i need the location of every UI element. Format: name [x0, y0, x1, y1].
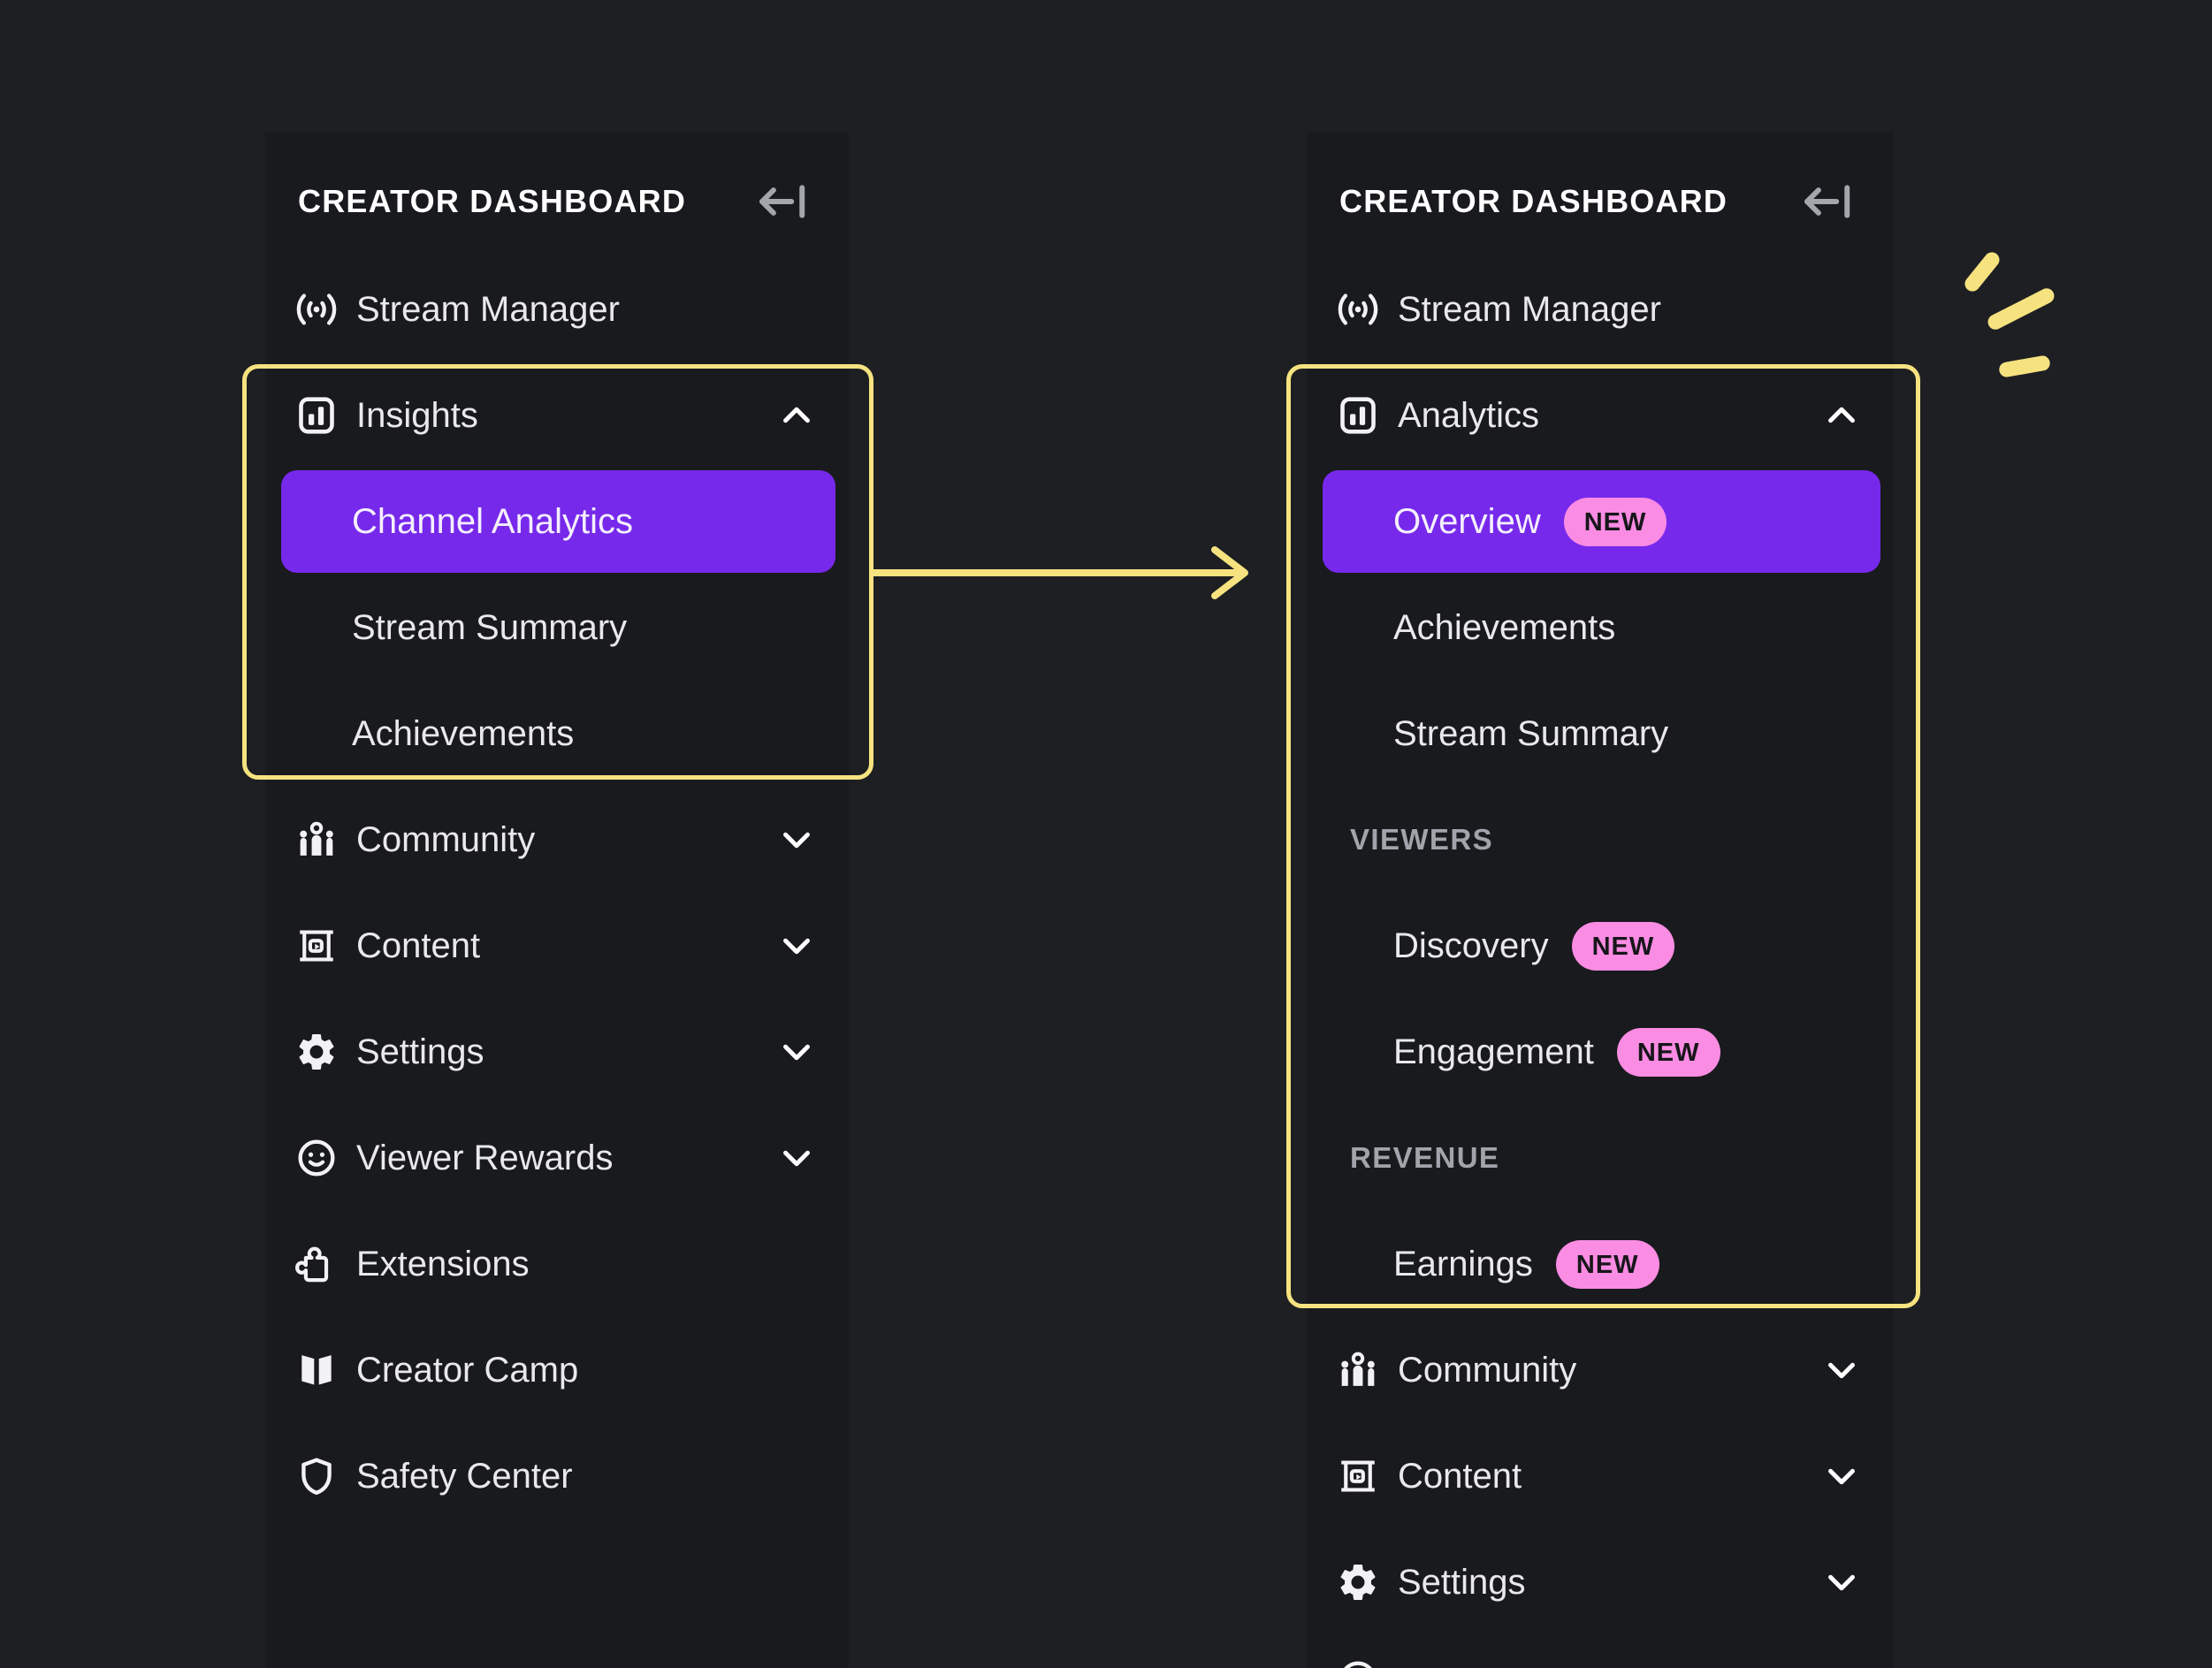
item-label: Overview — [1393, 501, 1541, 541]
item-label: Content — [356, 925, 481, 965]
chevron-down-icon — [776, 1032, 817, 1072]
video-icon — [294, 924, 339, 968]
section-header-viewers: VIEWERS — [1307, 787, 1894, 893]
sidebar-item-discovery[interactable]: Discovery NEW — [1307, 893, 1894, 999]
chevron-down-icon — [776, 819, 817, 860]
item-label: Safety Center — [356, 1456, 573, 1496]
sidebar-item-channel-analytics: Channel Analytics — [265, 468, 849, 575]
sidebar-header: CREATOR DASHBOARD — [265, 133, 849, 256]
collapse-sidebar-icon — [1800, 180, 1857, 223]
puzzle-icon — [294, 1242, 339, 1286]
book-icon — [294, 1348, 339, 1392]
item-label: Achievements — [1393, 607, 1616, 647]
item-label: Discovery — [1393, 925, 1549, 965]
sidebar-item-stream-manager[interactable]: Stream Manager — [265, 256, 849, 362]
section-header-revenue: REVENUE — [1307, 1105, 1894, 1211]
chevron-down-icon — [776, 1138, 817, 1178]
gear-icon — [1336, 1560, 1380, 1604]
sidebar-item-achievements[interactable]: Achievements — [1307, 575, 1894, 681]
panel-title: CREATOR DASHBOARD — [298, 183, 687, 219]
sidebar-item-creator-camp[interactable]: Creator Camp — [265, 1317, 849, 1423]
sidebar-item-insights[interactable]: Insights — [265, 362, 849, 468]
item-label: Stream Manager — [356, 289, 620, 329]
item-label: Community — [1398, 1350, 1577, 1390]
sidebar-item-engagement[interactable]: Engagement NEW — [1307, 999, 1894, 1105]
new-badge: NEW — [1616, 1027, 1720, 1077]
chevron-up-icon — [1821, 395, 1862, 436]
emphasis-mark-icon — [1997, 354, 2052, 378]
broadcast-icon — [294, 287, 339, 331]
chevron-up-icon — [776, 395, 817, 436]
item-label: Community — [356, 819, 536, 859]
video-icon — [1336, 1454, 1380, 1498]
sidebar-item-community[interactable]: Community — [1307, 1317, 1894, 1423]
item-label: Extensions — [356, 1244, 530, 1283]
sidebar-item-settings[interactable]: Settings — [1307, 1529, 1894, 1635]
smiley-icon — [1336, 1657, 1380, 1668]
item-label: Settings — [1398, 1562, 1526, 1602]
item-label: Insights — [356, 395, 478, 435]
active-item-button[interactable]: Overview NEW — [1323, 470, 1880, 573]
collapse-sidebar-button[interactable] — [1800, 180, 1857, 223]
item-label: Channel Analytics — [352, 501, 633, 541]
sidebar-item-safety-center[interactable]: Safety Center — [265, 1423, 849, 1529]
sidebar-item-stream-manager[interactable]: Stream Manager — [1307, 256, 1894, 362]
chevron-down-icon — [1821, 1456, 1862, 1497]
smiley-icon — [294, 1136, 339, 1180]
sidebar-item-content[interactable]: Content — [265, 893, 849, 999]
sidebar-item-stream-summary[interactable]: Stream Summary — [1307, 681, 1894, 787]
emphasis-mark-icon — [1985, 286, 2057, 332]
sidebar-item-earnings[interactable]: Earnings NEW — [1307, 1211, 1894, 1317]
people-icon — [294, 818, 339, 862]
collapse-sidebar-button[interactable] — [755, 180, 812, 223]
section-label: REVENUE — [1350, 1141, 1500, 1174]
new-badge: NEW — [1563, 497, 1667, 546]
item-label: Achievements — [352, 713, 575, 753]
active-item-button[interactable]: Channel Analytics — [281, 470, 835, 573]
sidebar-item-overview: Overview NEW — [1307, 468, 1894, 575]
collapse-sidebar-icon — [755, 180, 812, 223]
sidebar-item-extensions[interactable]: Extensions — [265, 1211, 849, 1317]
new-badge: NEW — [1571, 921, 1675, 971]
sidebar-item-content[interactable]: Content — [1307, 1423, 1894, 1529]
item-label: Stream Manager — [1398, 289, 1661, 329]
item-label: Creator Camp — [356, 1350, 579, 1390]
chevron-down-icon — [1821, 1562, 1862, 1603]
item-label: Analytics — [1398, 395, 1540, 435]
item-label: Content — [1398, 1456, 1522, 1496]
sidebar-header: CREATOR DASHBOARD — [1307, 133, 1894, 256]
bar-chart-icon — [294, 393, 339, 438]
broadcast-icon — [1336, 287, 1380, 331]
new-badge: NEW — [1555, 1239, 1659, 1289]
arrow-right-icon — [870, 546, 1248, 599]
item-label: Viewer Rewards — [356, 1138, 614, 1177]
sidebar-item-community[interactable]: Community — [265, 787, 849, 893]
gear-icon — [294, 1030, 339, 1074]
sidebar-item-partial — [1307, 1635, 1894, 1668]
panel-title: CREATOR DASHBOARD — [1339, 183, 1728, 219]
sidebar-item-settings[interactable]: Settings — [265, 999, 849, 1105]
item-label: Earnings — [1393, 1244, 1533, 1283]
sidebar-item-stream-summary[interactable]: Stream Summary — [265, 575, 849, 681]
item-label: Engagement — [1393, 1032, 1594, 1071]
item-label: Stream Summary — [352, 607, 628, 647]
people-icon — [1336, 1348, 1380, 1392]
chevron-down-icon — [776, 925, 817, 966]
sidebar-item-viewer-rewards[interactable]: Viewer Rewards — [265, 1105, 849, 1211]
emphasis-mark-icon — [1962, 248, 2002, 295]
chevron-down-icon — [1821, 1350, 1862, 1390]
item-label: Settings — [356, 1032, 484, 1071]
item-label: Stream Summary — [1393, 713, 1669, 753]
sidebar-item-achievements[interactable]: Achievements — [265, 681, 849, 787]
shield-icon — [294, 1454, 339, 1498]
section-label: VIEWERS — [1350, 823, 1493, 856]
bar-chart-icon — [1336, 393, 1380, 438]
sidebar-item-analytics[interactable]: Analytics — [1307, 362, 1894, 468]
